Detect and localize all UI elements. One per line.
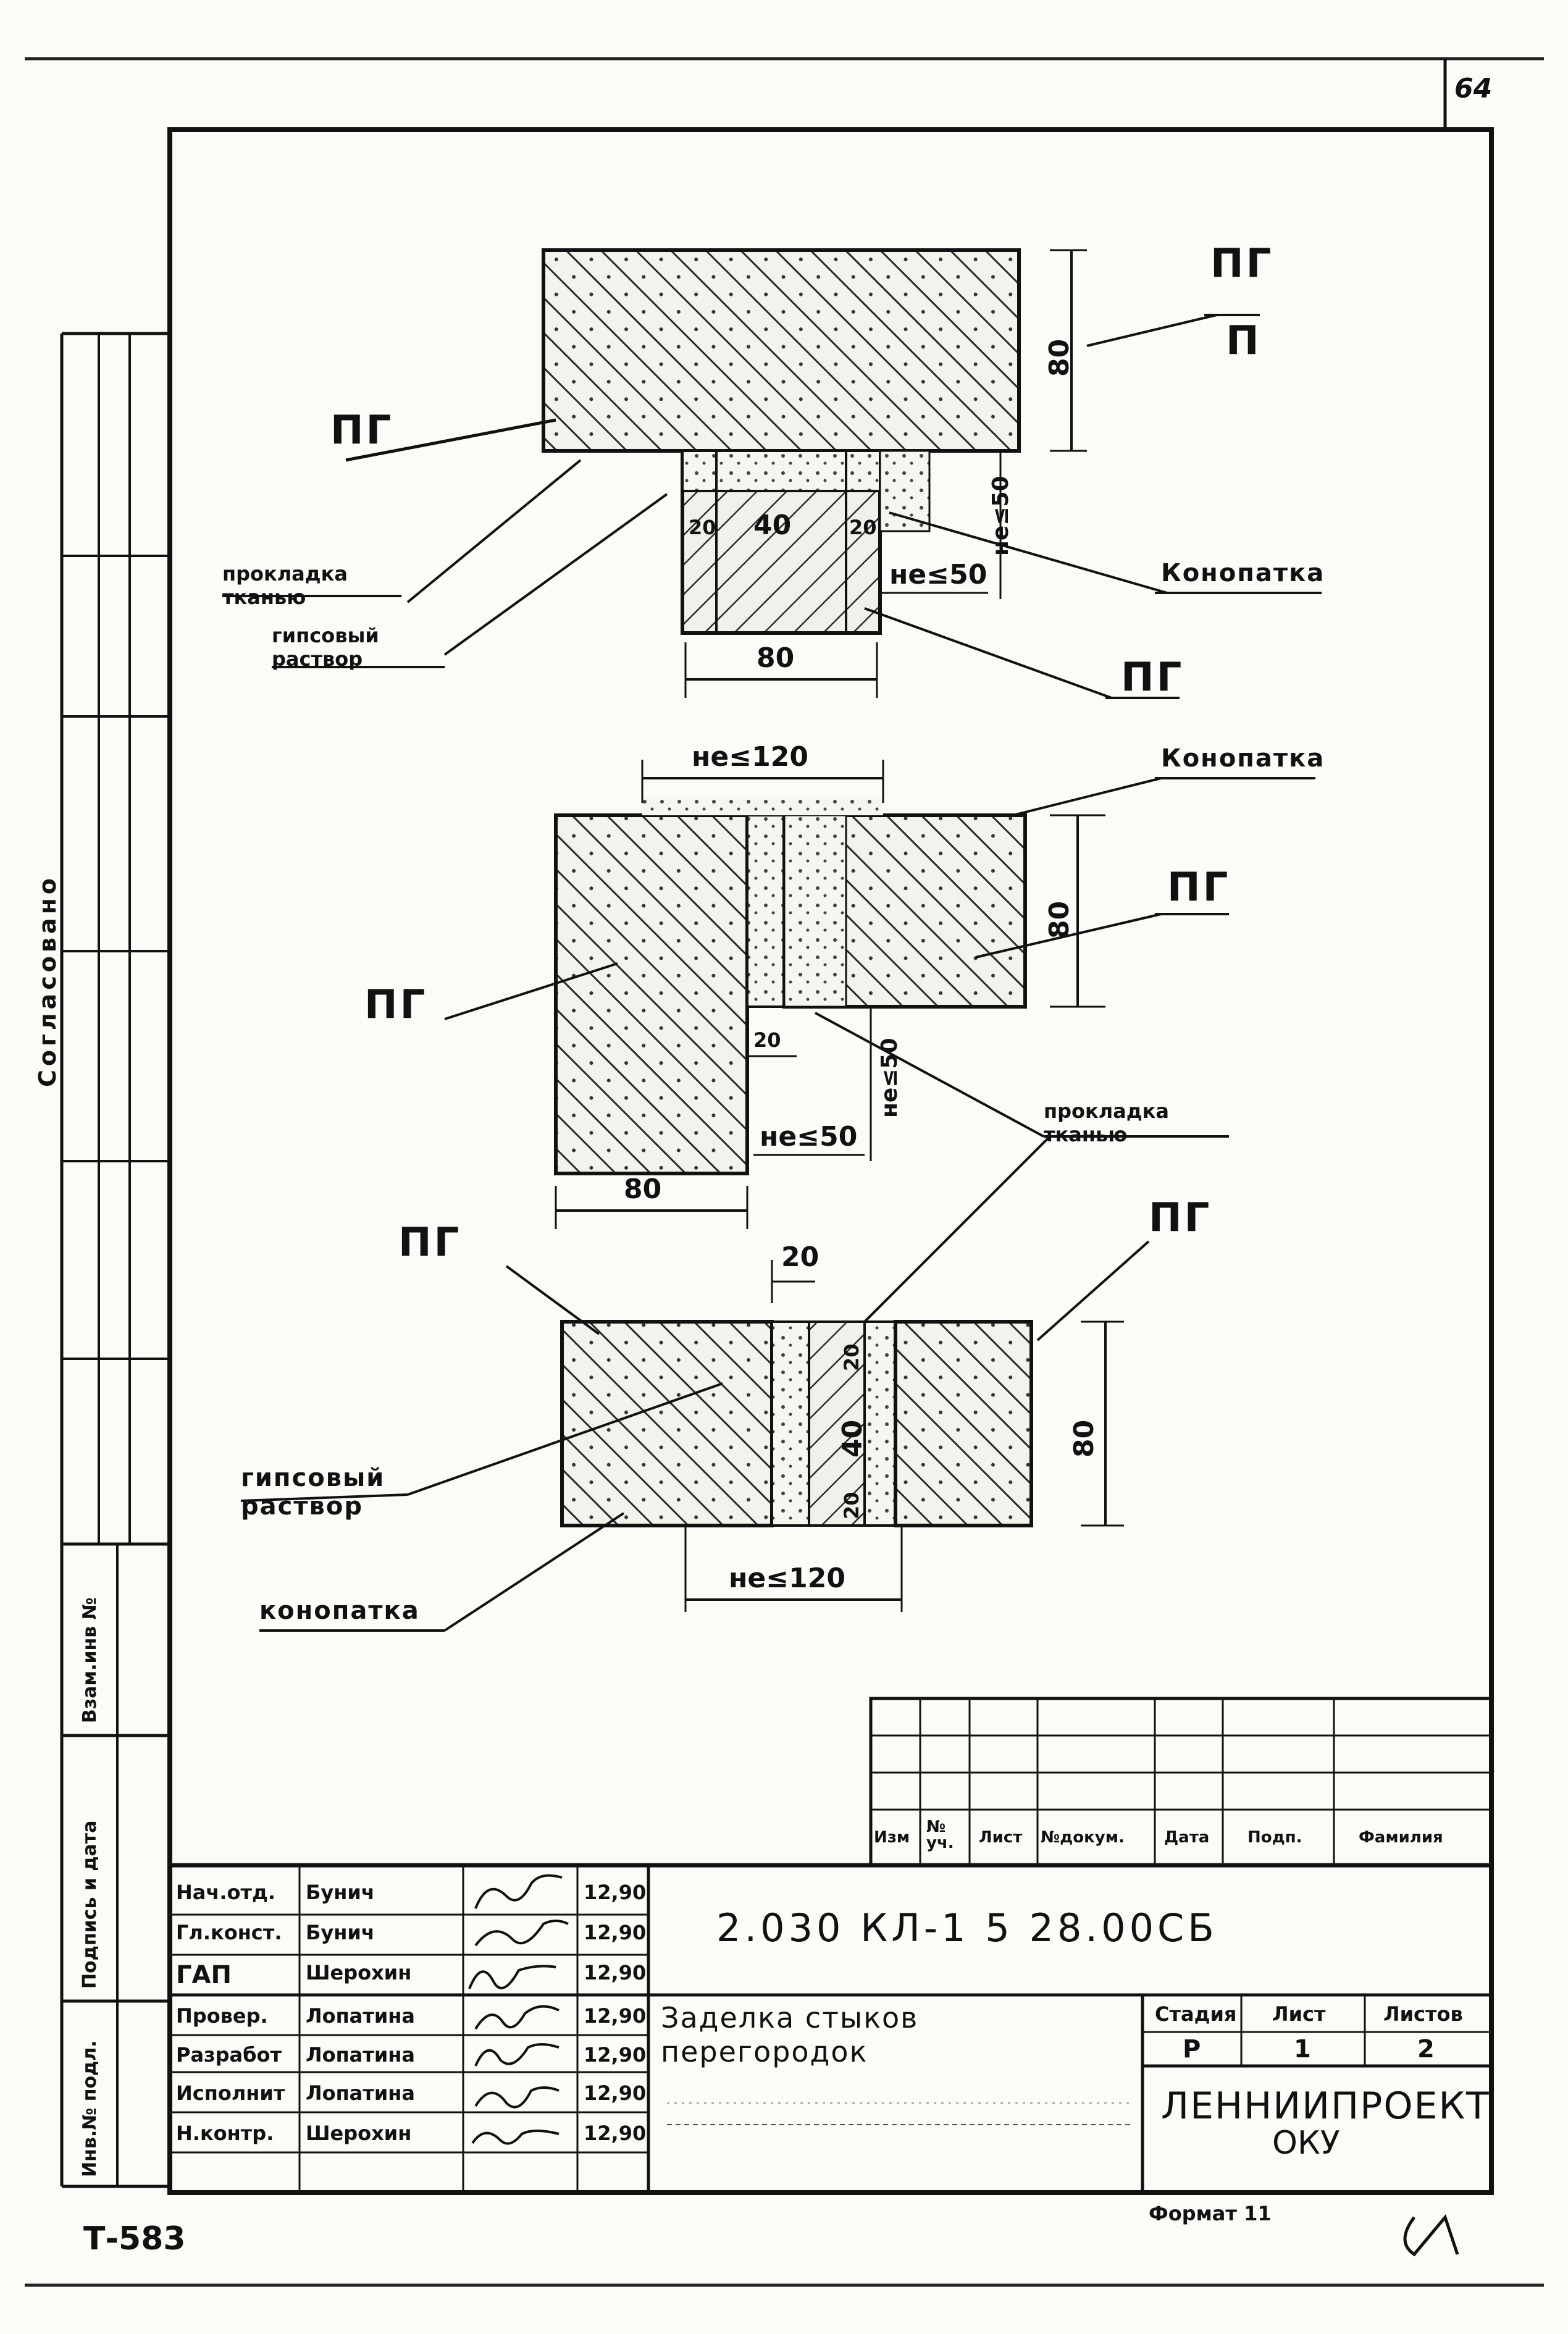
sig-date: 12,90 bbox=[584, 2004, 647, 2028]
detail1-caulk: Конопатка bbox=[1161, 559, 1325, 587]
detail2-dim-le50-h: не≤50 bbox=[760, 1121, 858, 1152]
sheets-label: Листов bbox=[1383, 2002, 1463, 2026]
detail3-dim-20a: 20 bbox=[840, 1343, 863, 1371]
sheets-value: 2 bbox=[1417, 2035, 1435, 2063]
detail2-dim-le120: не≤120 bbox=[692, 741, 808, 773]
signature-scribbles bbox=[468, 1874, 569, 2145]
rev-header-date: Дата bbox=[1164, 1828, 1210, 1847]
detail3-dim-40: 40 bbox=[837, 1419, 868, 1458]
rev-header-sign: Подп. bbox=[1247, 1828, 1302, 1847]
sig-name: Лопатина bbox=[306, 2081, 415, 2105]
detail3-dim-20b: 20 bbox=[840, 1492, 863, 1519]
sig-name: Шерохин bbox=[306, 2122, 412, 2145]
detail1-gasket: прокладка тканью bbox=[222, 562, 348, 609]
sig-name: Лопатина bbox=[306, 2004, 415, 2028]
detail3-dim-80: 80 bbox=[1068, 1419, 1100, 1458]
stage-value: Р bbox=[1183, 2035, 1201, 2063]
sig-role: Н.контр. bbox=[176, 2122, 274, 2145]
org-line1: ЛЕННИИПРОЕКТ bbox=[1161, 2084, 1490, 2128]
replaced-inv-label: Взам.инв № bbox=[79, 1597, 101, 1723]
detail3-caulk: конопатка bbox=[259, 1597, 420, 1625]
archive-code: Т-583 bbox=[83, 2220, 186, 2257]
sig-name: Бунич bbox=[306, 1881, 375, 1904]
rev-header-change: Изм bbox=[874, 1828, 910, 1847]
title-block-lines bbox=[167, 1697, 1494, 2195]
sig-date: 12,90 bbox=[584, 1921, 647, 1944]
corner-sheet-number: 64 bbox=[1454, 73, 1493, 104]
stage-label: Стадия bbox=[1155, 2002, 1237, 2026]
title-line1: Заделка стыков bbox=[661, 2001, 919, 2034]
title-line2: перегородок bbox=[661, 2035, 868, 2068]
sig-date: 12,90 bbox=[584, 2081, 647, 2105]
sig-role: Нач.отд. bbox=[176, 1881, 276, 1904]
sig-role: Разработ bbox=[176, 2043, 282, 2067]
detail1-drawing bbox=[222, 248, 1322, 699]
rev-header-doc: №докум. bbox=[1041, 1828, 1125, 1847]
detail1-dim-20b: 20 bbox=[849, 516, 877, 539]
sig-role: Гл.конст. bbox=[176, 1921, 282, 1944]
sig-date: 12,90 bbox=[584, 2122, 647, 2145]
detail1-dim-20a: 20 bbox=[689, 516, 716, 539]
corner-mark-scribble bbox=[1403, 2214, 1459, 2257]
sig-name: Лопатина bbox=[306, 2043, 415, 2067]
inv-original-label: Инв.№ подл. bbox=[79, 2040, 101, 2177]
detail1-top-label-den: П bbox=[1226, 318, 1262, 364]
sig-name: Шерохин bbox=[306, 1961, 412, 1984]
format-label: Формат 11 bbox=[1149, 2202, 1272, 2225]
rev-header-item: № уч. bbox=[926, 1818, 954, 1852]
detail1-dim-80: 80 bbox=[757, 642, 795, 674]
detail3-label-left: ПГ bbox=[398, 1220, 462, 1266]
sig-role: Исполнит bbox=[176, 2081, 285, 2105]
sheet-value: 1 bbox=[1294, 2035, 1311, 2063]
detail3-drawing bbox=[240, 1240, 1150, 1632]
detail1-plaster: гипсовый раствор bbox=[272, 624, 379, 671]
sign-date-label: Подпись и дата bbox=[79, 1820, 101, 1989]
detail1-dim-height: 80 bbox=[1044, 338, 1075, 377]
detail1-main-label: ПГ bbox=[330, 408, 394, 453]
detail2-label-right: ПГ bbox=[1167, 865, 1231, 910]
detail1-top-label-num: ПГ bbox=[1210, 241, 1274, 287]
detail1-dim-v-le50: не≤50 bbox=[988, 476, 1013, 556]
rev-header-name: Фамилия bbox=[1359, 1828, 1443, 1847]
detail1-dim-le50: не≤50 bbox=[889, 559, 987, 590]
detail3-label-right: ПГ bbox=[1149, 1195, 1212, 1241]
sig-date: 12,90 bbox=[584, 2043, 647, 2067]
detail2-dim-80-right: 80 bbox=[1044, 900, 1075, 939]
sheet-label: Лист bbox=[1272, 2002, 1326, 2026]
detail1-bottom-label: ПГ bbox=[1121, 655, 1184, 700]
doc-code: 2.030 КЛ-1 5 28.00СБ bbox=[716, 1905, 1218, 1950]
detail2-label-left: ПГ bbox=[364, 982, 428, 1028]
detail2-caulk: Конопатка bbox=[1161, 744, 1325, 773]
org-line2: ОКУ bbox=[1272, 2125, 1340, 2162]
sig-date: 12,90 bbox=[584, 1961, 647, 1984]
agreed-label: Согласовано bbox=[34, 874, 61, 1087]
detail2-dim-80-bottom: 80 bbox=[624, 1173, 662, 1205]
rev-header-sheet: Лист bbox=[979, 1828, 1023, 1847]
detail3-dim-le120: не≤120 bbox=[729, 1563, 845, 1594]
sig-date: 12,90 bbox=[584, 1881, 647, 1904]
sig-name: Бунич bbox=[306, 1921, 375, 1944]
detail2-drawing bbox=[444, 760, 1315, 1335]
detail2-dim-le50-v: не≤50 bbox=[877, 1038, 902, 1118]
detail1-dim-40: 40 bbox=[753, 510, 792, 541]
detail2-dim-20: 20 bbox=[753, 1028, 781, 1052]
detail3-plaster: гипсовый раствор bbox=[241, 1464, 385, 1521]
detail2-gasket: прокладка тканью bbox=[1044, 1099, 1169, 1146]
detail3-dim-20-top: 20 bbox=[781, 1241, 820, 1273]
sig-role: Провер. bbox=[176, 2004, 268, 2028]
sig-role: ГАП bbox=[176, 1961, 232, 1989]
